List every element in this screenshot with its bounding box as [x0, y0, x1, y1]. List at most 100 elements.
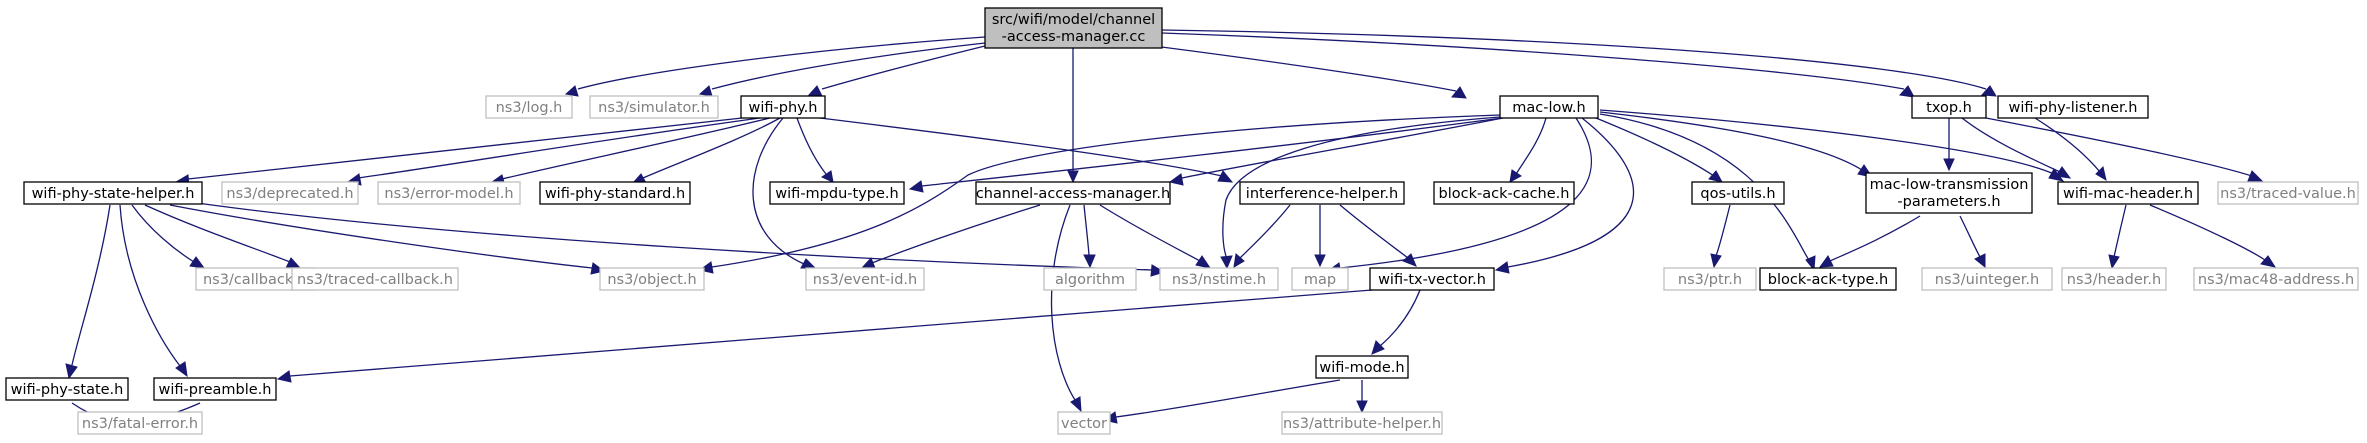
svg-text:ns3/simulator.h: ns3/simulator.h [598, 100, 710, 116]
node-wifi-phy[interactable]: wifi-phy.h [740, 95, 826, 119]
edge-wifi-phy-mpdu-type [796, 117, 827, 175]
edge-wifi-phy-state-helper [187, 117, 743, 180]
node-txop[interactable]: txop.h [1911, 95, 1987, 119]
node-ns3-traced-value: ns3/traced-value.h [2217, 181, 2359, 205]
edge-state-helper-object [169, 204, 593, 269]
edge-state-helper-traced-callback [144, 204, 291, 263]
svg-text:wifi-phy-state.h: wifi-phy-state.h [11, 382, 124, 398]
svg-text:wifi-phy-state-helper.h: wifi-phy-state-helper.h [32, 186, 195, 202]
edge-wifi-phy-interference-helper [819, 117, 1223, 177]
node-vector: vector [1057, 411, 1111, 435]
svg-text:txop.h: txop.h [1926, 100, 1972, 116]
node-wifi-mpdu-type[interactable]: wifi-mpdu-type.h [769, 181, 905, 205]
svg-text:-parameters.h: -parameters.h [1897, 194, 2000, 210]
edge-root-wifi-phy-listener [1161, 29, 1987, 90]
edge-listener-mac-header [2034, 117, 2101, 173]
edge-mac-low-mac-header [1599, 109, 2055, 175]
svg-text:wifi-phy-standard.h: wifi-phy-standard.h [545, 186, 685, 202]
edge-root-ns3-simulator [711, 42, 986, 90]
node-wifi-phy-state[interactable]: wifi-phy-state.h [5, 377, 129, 401]
edge-tx-params-uinteger [1959, 215, 1981, 258]
edge-cam-vector [1050, 204, 1076, 401]
node-wifi-phy-listener[interactable]: wifi-phy-listener.h [1997, 95, 2149, 119]
edge-ih-tx-vector [1339, 204, 1409, 259]
edge-txop-traced-value [1985, 117, 2253, 177]
root-label-line2: -access-manager.cc [1002, 29, 1146, 45]
node-wifi-mac-header[interactable]: wifi-mac-header.h [2057, 181, 2199, 205]
edge-wifi-mode-vector [1115, 379, 1341, 418]
edge-mac-low-channel-access-manager [1181, 117, 1504, 179]
node-ns3-simulator: ns3/simulator.h [589, 95, 719, 119]
edge-txop-mac-header [1961, 117, 2061, 173]
svg-text:ns3/error-model.h: ns3/error-model.h [384, 186, 513, 202]
svg-text:block-ack-cache.h: block-ack-cache.h [1439, 186, 1570, 202]
svg-text:ns3/uinteger.h: ns3/uinteger.h [1935, 272, 2039, 288]
root-node[interactable]: src/wifi/model/channel -access-manager.c… [984, 7, 1163, 49]
edges [65, 29, 2277, 426]
node-wifi-mode[interactable]: wifi-mode.h [1315, 355, 1409, 379]
svg-text:algorithm: algorithm [1055, 272, 1125, 288]
svg-text:ns3/nstime.h: ns3/nstime.h [1172, 272, 1266, 288]
node-ns3-callback: ns3/callback.h [195, 267, 315, 291]
edge-mac-header-mac48 [2149, 204, 2266, 261]
edge-mac-low-qos-utils [1595, 117, 1715, 177]
node-ns3-uinteger: ns3/uinteger.h [1921, 267, 2053, 291]
svg-text:ns3/callback.h: ns3/callback.h [203, 272, 307, 288]
svg-text:ns3/deprecated.h: ns3/deprecated.h [226, 186, 353, 202]
root-label-line1: src/wifi/model/channel [992, 12, 1155, 28]
node-ns3-nstime: ns3/nstime.h [1159, 267, 1279, 291]
svg-text:qos-utils.h: qos-utils.h [1700, 186, 1775, 202]
node-qos-utils[interactable]: qos-utils.h [1691, 181, 1785, 205]
svg-text:ns3/header.h: ns3/header.h [2067, 272, 2161, 288]
node-ns3-header: ns3/header.h [2061, 267, 2167, 291]
svg-text:ns3/event-id.h: ns3/event-id.h [813, 272, 917, 288]
node-wifi-phy-standard[interactable]: wifi-phy-standard.h [539, 181, 691, 205]
edge-root-ns3-log [577, 36, 986, 90]
node-mac-low[interactable]: mac-low.h [1499, 95, 1599, 119]
svg-text:block-ack-type.h: block-ack-type.h [1768, 272, 1888, 288]
svg-text:map: map [1304, 272, 1336, 288]
edge-qos-utils-ptr [1715, 204, 1731, 257]
edge-mac-low-mpdu-type [921, 117, 1503, 187]
svg-text:ns3/object.h: ns3/object.h [607, 272, 696, 288]
node-wifi-phy-state-helper[interactable]: wifi-phy-state-helper.h [23, 181, 203, 205]
svg-text:ns3/traced-callback.h: ns3/traced-callback.h [297, 272, 453, 288]
node-map: map [1291, 267, 1349, 291]
node-mac-low-transmission-parameters[interactable]: mac-low-transmission -parameters.h [1865, 172, 2033, 214]
edge-mac-low-object [711, 114, 1501, 268]
nodes: src/wifi/model/channel -access-manager.c… [5, 7, 2359, 435]
svg-text:interference-helper.h: interference-helper.h [1246, 186, 1398, 202]
svg-text:mac-low-transmission: mac-low-transmission [1870, 177, 2029, 193]
node-wifi-preamble[interactable]: wifi-preamble.h [153, 377, 277, 401]
edge-state-helper-callback [131, 204, 195, 263]
svg-text:ns3/mac48-address.h: ns3/mac48-address.h [2198, 272, 2354, 288]
edge-mac-low-nstime-long [1222, 116, 1501, 257]
svg-text:wifi-mode.h: wifi-mode.h [1319, 360, 1404, 376]
node-block-ack-type[interactable]: block-ack-type.h [1759, 267, 1897, 291]
node-block-ack-cache[interactable]: block-ack-cache.h [1433, 181, 1575, 205]
edge-mac-low-tx-params [1599, 111, 1863, 171]
svg-text:ns3/fatal-error.h: ns3/fatal-error.h [82, 416, 198, 432]
edge-wifi-phy-event-id [752, 117, 805, 265]
edge-cam-nstime [1099, 204, 1201, 262]
node-channel-access-manager[interactable]: channel-access-manager.h [975, 181, 1171, 205]
edge-mac-header-ns3-header [2113, 204, 2127, 258]
node-wifi-tx-vector[interactable]: wifi-tx-vector.h [1369, 267, 1495, 291]
edge-root-mac-low [1129, 42, 1457, 92]
svg-text:wifi-preamble.h: wifi-preamble.h [159, 382, 272, 398]
edge-state-helper-nstime [175, 199, 1153, 271]
edge-wifi-phy-standard [642, 117, 781, 179]
node-ns3-attribute-helper: ns3/attribute-helper.h [1281, 411, 1443, 435]
svg-text:channel-access-manager.h: channel-access-manager.h [976, 186, 1170, 202]
edge-tx-vector-wifi-mode [1379, 289, 1421, 347]
node-ns3-fatal-error: ns3/fatal-error.h [77, 411, 203, 435]
node-interference-helper[interactable]: interference-helper.h [1239, 181, 1405, 205]
node-ns3-error-model: ns3/error-model.h [377, 181, 521, 205]
edge-ih-nstime [1239, 204, 1291, 259]
node-ns3-mac48-address: ns3/mac48-address.h [2193, 267, 2359, 291]
svg-text:wifi-phy.h: wifi-phy.h [749, 100, 818, 116]
edge-wifi-phy-deprecated [357, 117, 761, 179]
svg-text:wifi-phy-listener.h: wifi-phy-listener.h [2009, 100, 2138, 116]
edge-mac-low-tx-vector [1507, 117, 1634, 268]
